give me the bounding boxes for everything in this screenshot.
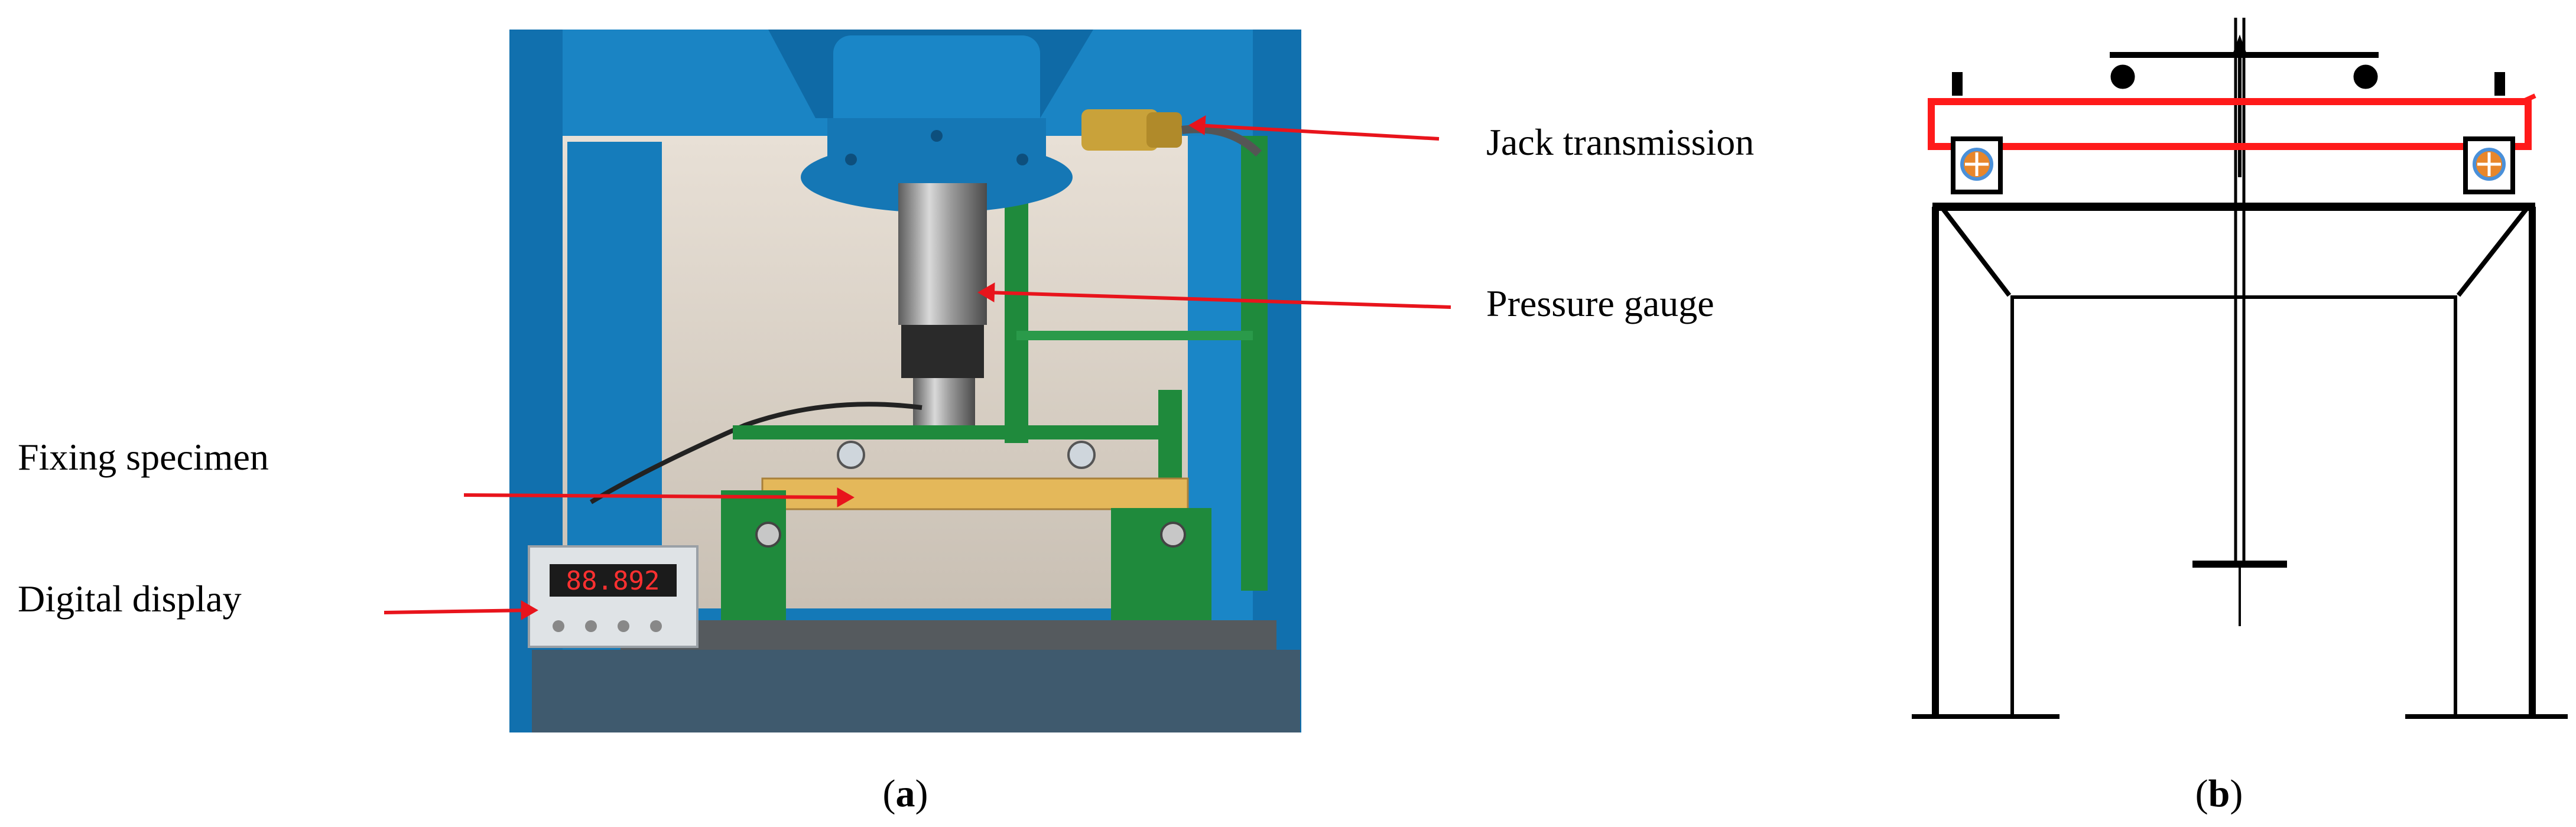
rig-photo: 88.892 <box>509 30 1301 732</box>
right-end-post <box>2494 72 2505 96</box>
arrow-digital-display <box>384 600 539 620</box>
arrow-fixing-specimen <box>463 487 855 507</box>
arrow-pressure-gauge <box>977 282 1451 309</box>
label-pressure-gauge: Pressure gauge <box>1486 282 1714 324</box>
digital-display-device: 88.892 <box>528 545 699 648</box>
specimen-beam-highlight <box>1928 93 2536 150</box>
panel-b <box>1912 18 2568 719</box>
panel-a: 88.892 <box>18 30 1754 815</box>
center-rod <box>2192 18 2287 626</box>
annotation-arrows <box>384 115 1451 620</box>
left-support-block <box>1951 136 2003 194</box>
label-jack-transmission: Jack transmission <box>1486 121 1754 163</box>
arrow-jack-transmission <box>1188 115 1440 141</box>
display-readout: 88.892 <box>566 566 660 596</box>
left-end-post <box>1952 72 1963 96</box>
frame-left-leg <box>1912 205 2059 719</box>
frame-right-leg <box>2405 205 2568 719</box>
caption-b: (b) <box>2195 772 2243 815</box>
label-fixing-specimen: Fixing specimen <box>18 436 269 478</box>
label-digital-display: Digital display <box>18 578 242 620</box>
caption-a: (a) <box>883 772 928 815</box>
right-support-block <box>2463 136 2515 194</box>
